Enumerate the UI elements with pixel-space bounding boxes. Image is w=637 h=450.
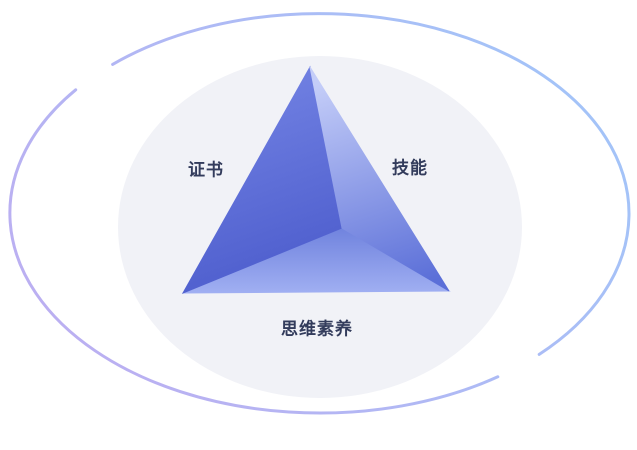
outer-ring-arc-bottom: [8, 88, 500, 415]
label-certificate: 证书: [188, 160, 224, 181]
label-skill: 技能: [392, 158, 428, 179]
outer-ring-arc-top: [111, 12, 631, 356]
pyramid-face-right: [309, 66, 450, 292]
label-thinking-literacy: 思维素养: [281, 319, 353, 340]
